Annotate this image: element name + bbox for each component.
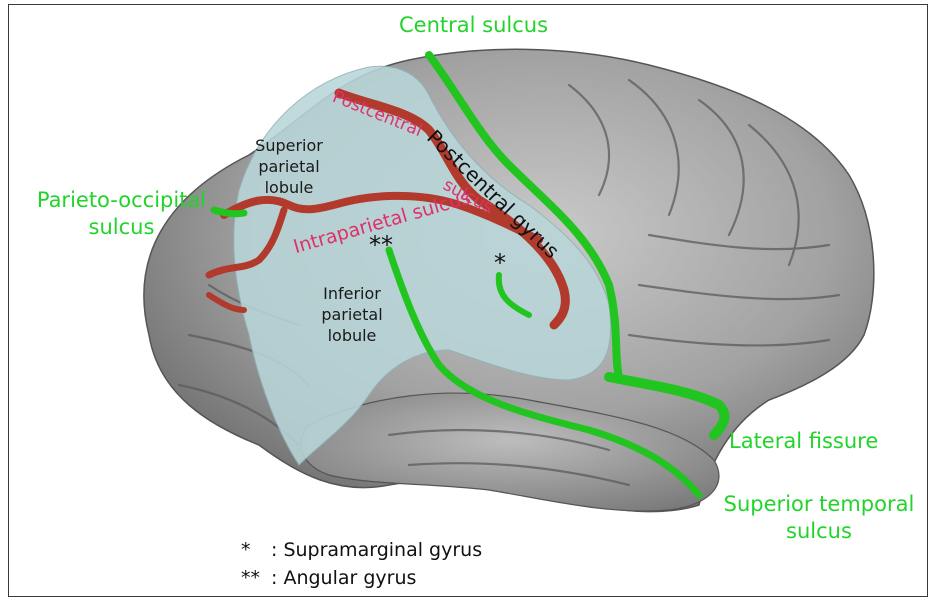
superior-temporal-sulcus-label: Superior temporal sulcus	[714, 491, 924, 545]
superior-parietal-lobule-label: Superior parietal lobule	[244, 135, 334, 198]
inferior-parietal-line3: lobule	[307, 325, 397, 346]
legend-symbol: **	[241, 567, 271, 589]
lateral-fissure-label: Lateral fissure	[729, 429, 878, 453]
angular-gyrus-marker: **	[369, 231, 393, 259]
central-sulcus-label: Central sulcus	[399, 13, 548, 37]
superior-parietal-line2: parietal	[244, 156, 334, 177]
legend-symbol: *	[241, 539, 271, 561]
inferior-parietal-lobule-label: Inferior parietal lobule	[307, 283, 397, 346]
superior-temporal-line2: sulcus	[714, 518, 924, 545]
inferior-parietal-line2: parietal	[307, 304, 397, 325]
supramarginal-gyrus-marker: *	[494, 249, 506, 277]
parieto-occipital-sulcus-label: Parieto-occipital sulcus	[19, 187, 224, 241]
superior-parietal-line3: lobule	[244, 177, 334, 198]
inferior-parietal-line1: Inferior	[307, 283, 397, 304]
superior-parietal-line1: Superior	[244, 135, 334, 156]
legend-item-angular: **: Angular gyrus	[241, 567, 416, 589]
legend-item-supramarginal: *: Supramarginal gyrus	[241, 539, 482, 561]
parieto-occipital-line1: Parieto-occipital	[19, 187, 224, 214]
parieto-occipital-line2: sulcus	[19, 214, 224, 241]
legend-text: : Supramarginal gyrus	[271, 539, 482, 561]
legend-text: : Angular gyrus	[271, 567, 416, 589]
superior-temporal-line1: Superior temporal	[714, 491, 924, 518]
figure-frame: Central sulcus Parieto-occipital sulcus …	[8, 4, 928, 597]
